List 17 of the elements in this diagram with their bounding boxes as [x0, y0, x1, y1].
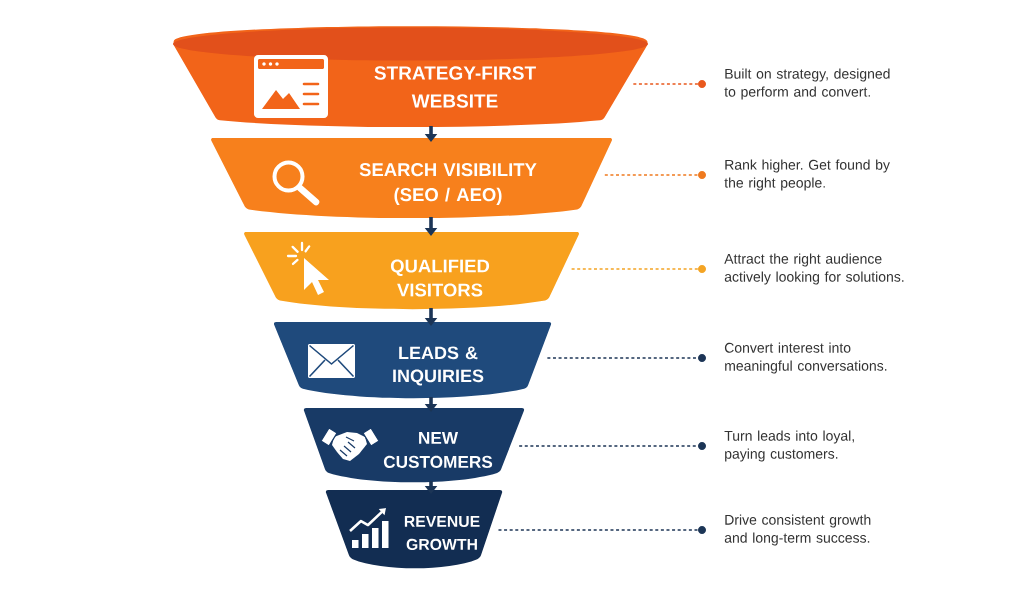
funnel-band: LEADS & INQUIRIES	[273, 322, 552, 399]
leader-line	[497, 529, 699, 531]
leader-line	[632, 83, 699, 85]
funnel-band: QUALIFIED VISITORS	[244, 232, 579, 310]
description-text: Convert interest into meaningful conversations.	[724, 342, 887, 374]
funnel-band: REVENUE GROWTH	[325, 490, 503, 569]
description-text: Turn leads into loyal, paying customers.	[724, 430, 854, 462]
leader-line	[604, 174, 699, 176]
funnel-band: SEARCH VISIBILITY (SEO / AEO)	[211, 138, 612, 219]
leader-line	[570, 268, 699, 270]
description-text: Attract the right audience actively looking for solutions.	[724, 253, 904, 285]
leader-line	[546, 357, 699, 359]
description-text: Drive consistent growth and long-term success.	[724, 514, 871, 546]
description-text: Built on strategy, designed to perform and convert.	[724, 68, 890, 100]
leader-line	[518, 445, 699, 447]
funnel-band: NEW CUSTOMERS	[303, 408, 525, 483]
description-text: Rank higher. Get found by the right people.	[724, 159, 890, 191]
